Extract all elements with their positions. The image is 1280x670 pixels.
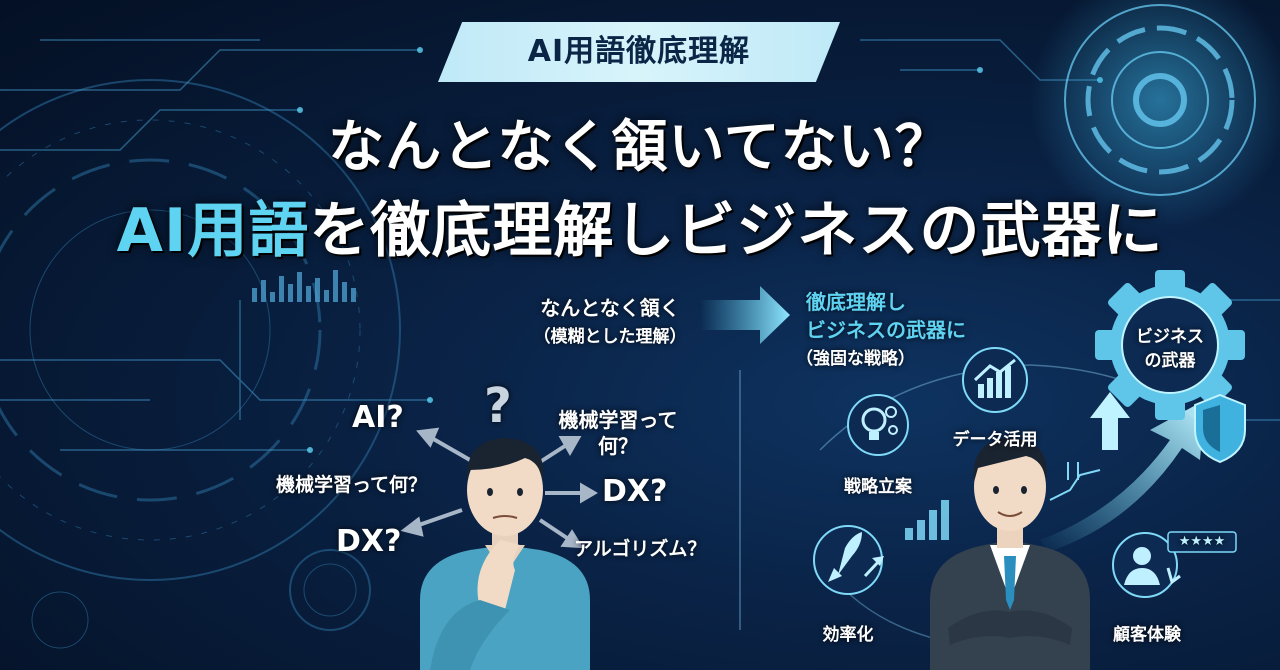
rating-stars: ★★★★ [1178,534,1226,549]
rating-panel [1167,531,1237,553]
question-dx-left: DX? [336,524,402,559]
question-ml-top-line2: 何？ [598,434,638,458]
left-caption-main: なんとなく頷く [540,296,680,320]
headline-highlight: AI用語 [116,196,310,266]
businessman-illustration [930,438,1090,670]
gear-label-line1: ビジネス [1136,327,1204,347]
node-cx-icon [1112,532,1181,598]
growth-arrow [1040,400,1205,552]
node-label-cx: 顧客体験 [1113,625,1181,645]
gear-label-line2: の武器 [1144,351,1196,371]
question-ml-left: 機械学習って何？ [276,474,428,496]
question-ml-top-line1: 機械学習って [558,408,678,432]
node-efficiency-icon [813,525,884,595]
node-label-data: データ活用 [952,430,1038,450]
headline-line-2: AI用語を徹底理解しビジネスの武器に [0,182,1280,269]
question-algorithm: アルゴリズム？ [574,538,707,560]
question-dx-right: DX? [602,474,668,509]
question-ai: AI? [352,400,404,435]
gear-icon [1095,270,1245,420]
left-caption-sub: （模糊とした理解） [533,327,687,347]
topic-banner: AI用語徹底理解 [438,22,840,82]
banner-label: AI用語徹底理解 [527,34,751,69]
transition-arrow [700,286,790,344]
node-label-efficiency: 効率化 [822,625,874,645]
right-caption-line1: 徹底理解し [806,290,906,314]
headline-line-1: なんとなく頷いてない？ [328,115,952,180]
right-caption-line2: ビジネスの武器に [806,318,966,342]
right-caption-sub: （強固な戦略） [796,349,915,369]
node-strategy-icon [847,394,909,456]
confused-person-illustration [420,438,590,670]
question-mark-icon: ? [484,378,512,434]
node-label-strategy: 戦略立案 [844,477,912,497]
node-data-icon [962,347,1028,413]
banner-background [438,22,840,82]
headline-rest: を徹底理解しビジネスの武器に [309,196,1164,266]
